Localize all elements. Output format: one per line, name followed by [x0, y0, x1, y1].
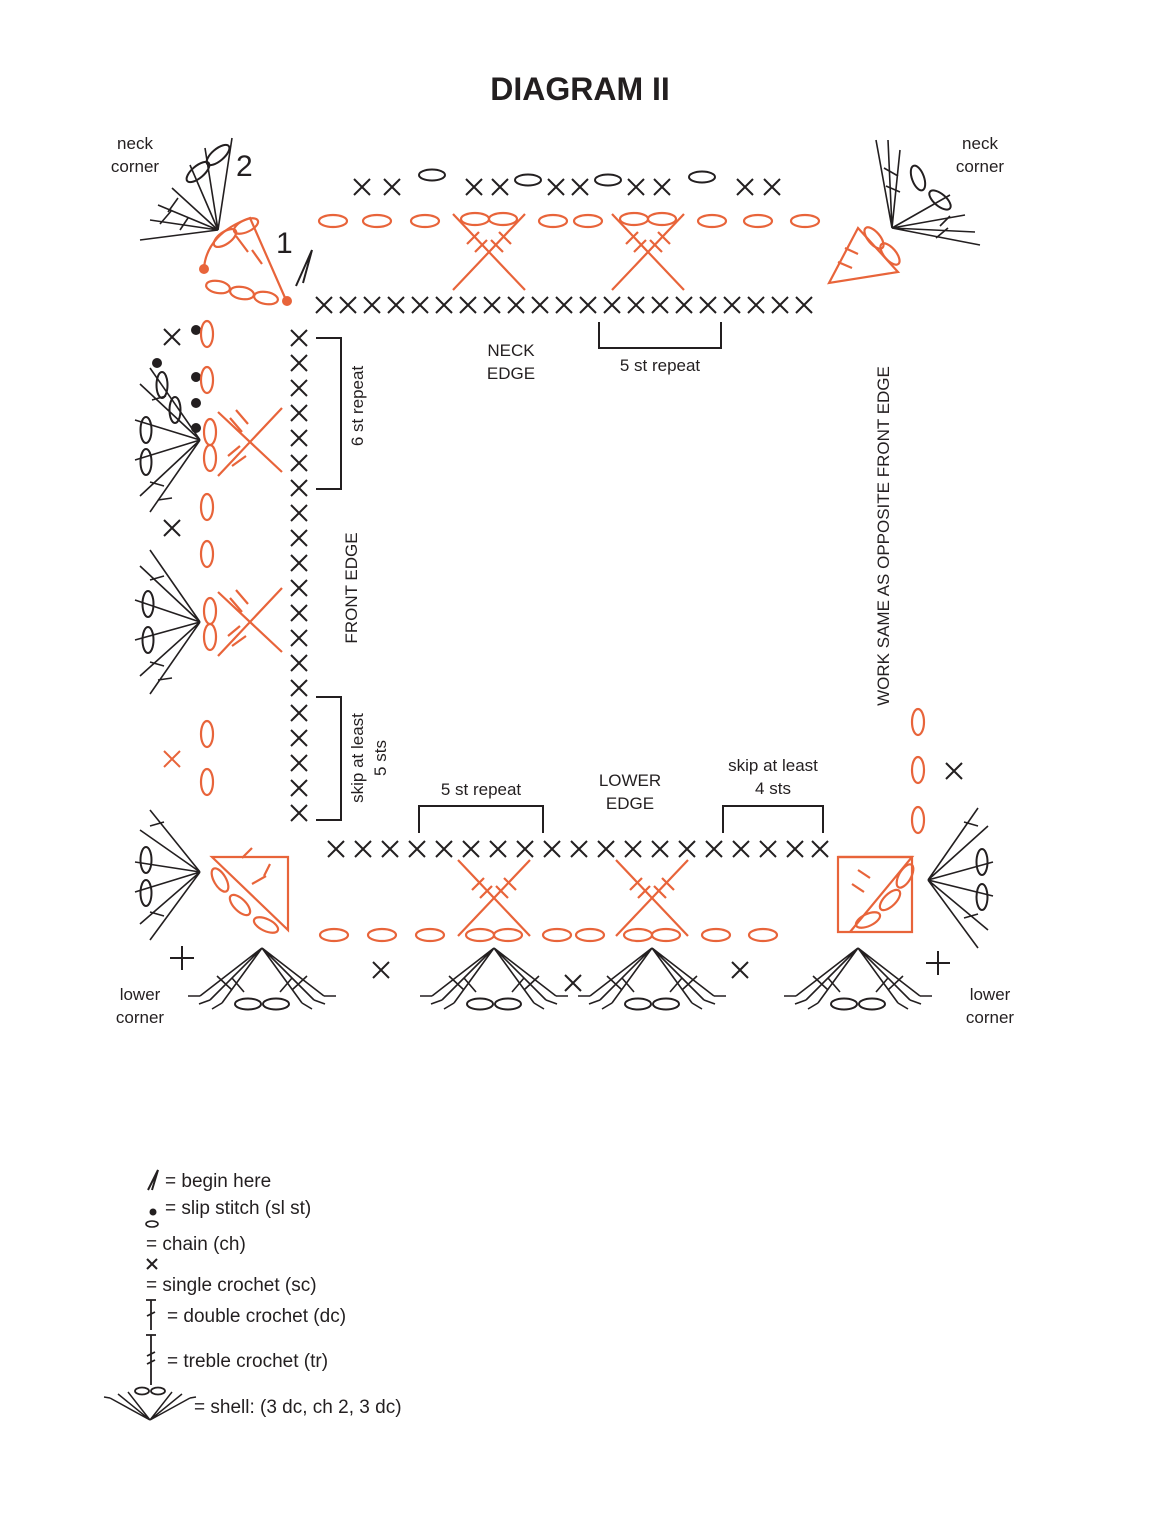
front-shell-upper	[134, 367, 201, 513]
svg-text:= treble crochet (tr): = treble crochet (tr)	[167, 1351, 328, 1372]
opposite-edge-start	[910, 707, 963, 835]
front-repeat-label: 6 st repeat	[348, 366, 367, 447]
lower-skip-bracket	[722, 805, 824, 833]
svg-text:= shell: (3 dc, ch 2, 3 dc): = shell: (3 dc, ch 2, 3 dc)	[194, 1397, 402, 1418]
front-cross-middle	[217, 587, 283, 657]
neck-base-row	[315, 296, 813, 314]
begin-here-icon	[147, 1169, 159, 1191]
neck-repeat-label: 5 st repeat	[620, 356, 701, 375]
double-crochet-icon	[146, 1299, 156, 1330]
legend-item-single-crochet: = single crochet (sc)	[146, 1258, 317, 1296]
brackets	[316, 322, 824, 833]
svg-text:= single crochet (sc): = single crochet (sc)	[146, 1275, 317, 1296]
neck-chain-row	[317, 211, 821, 292]
neck-corner-right-label-2: corner	[956, 157, 1005, 176]
legend-item-shell: = shell: (3 dc, ch 2, 3 dc)	[103, 1386, 402, 1421]
lower-left-shell	[134, 809, 201, 941]
front-chain-column	[163, 319, 218, 797]
neck-right-shell	[875, 139, 981, 246]
chain-icon	[145, 1220, 159, 1228]
step-number-two: 2	[236, 150, 253, 183]
single-crochet-icon	[146, 1258, 158, 1270]
treble-crochet-icon	[146, 1334, 156, 1385]
front-edge-label: FRONT EDGE	[342, 532, 361, 643]
legend-item-slip-stitch: = slip stitch (sl st)	[149, 1198, 311, 1219]
lower-corner-left-label-1: lower	[120, 985, 161, 1004]
lower-corner-right-label-2: corner	[966, 1008, 1015, 1027]
front-skip-bracket	[316, 696, 342, 821]
front-repeat-bracket	[316, 337, 342, 490]
front-cross-upper	[217, 407, 283, 477]
neck-corner-right-label-1: neck	[962, 134, 998, 153]
lower-edge-label-2: EDGE	[606, 794, 654, 813]
step-number-one: 1	[276, 227, 293, 260]
lower-repeat-bracket	[418, 805, 544, 833]
begin-here-icon	[295, 249, 313, 287]
lower-edge-label-1: LOWER	[599, 771, 661, 790]
lower-left-bottom-shell	[187, 947, 337, 1011]
svg-text:= slip stitch (sl st): = slip stitch (sl st)	[165, 1198, 311, 1219]
front-outer-black	[152, 325, 201, 537]
opposite-edge-label: WORK SAME AS OPPOSITE FRONT EDGE	[874, 366, 893, 706]
front-skip-label-1: skip at least	[348, 713, 367, 803]
legend-item-chain: = chain (ch)	[145, 1220, 246, 1255]
legend-item-treble-crochet: = treble crochet (tr)	[146, 1334, 328, 1385]
lower-left-corner-loop	[209, 847, 290, 934]
lower-corner-left-label-2: corner	[116, 1008, 165, 1027]
shell-icon	[103, 1386, 197, 1421]
neck-edge-label-1: NECK	[487, 341, 535, 360]
neck-top-row	[353, 168, 781, 196]
svg-text:= double crochet (dc): = double crochet (dc)	[167, 1306, 346, 1327]
slip-stitch-dot	[199, 264, 209, 274]
diagram-title: DIAGRAM II	[490, 71, 670, 107]
lower-right-shell	[927, 807, 994, 949]
neck-corner-left-label-2: corner	[111, 157, 160, 176]
slip-stitch-dot	[282, 296, 292, 306]
lower-right-corner-loop	[836, 855, 915, 934]
lower-repeat-label: 5 st repeat	[441, 780, 522, 799]
neck-left-corner-loop	[202, 216, 288, 306]
legend-item-double-crochet: = double crochet (dc)	[146, 1299, 346, 1330]
lower-right-plus	[925, 950, 951, 976]
legend-item-begin-here: = begin here	[147, 1169, 271, 1192]
neck-right-corner-loop	[827, 226, 901, 285]
lower-skip-label-1: skip at least	[728, 756, 818, 775]
neck-repeat-bracket	[598, 322, 722, 349]
front-shell-middle	[134, 549, 201, 695]
svg-text:= begin here: = begin here	[165, 1171, 271, 1192]
neck-edge-label-2: EDGE	[487, 364, 535, 383]
lower-base-row	[327, 840, 829, 858]
lower-skip-label-2: 4 sts	[755, 779, 791, 798]
lower-chain-row	[318, 858, 779, 943]
neck-left-shell	[139, 137, 233, 241]
neck-corner-left-label-1: neck	[117, 134, 153, 153]
slip-stitch-icon	[149, 1208, 157, 1216]
svg-text:= chain (ch): = chain (ch)	[146, 1234, 246, 1255]
front-base-row	[290, 329, 308, 822]
lower-corner-right-label-1: lower	[970, 985, 1011, 1004]
legend: = begin here = slip stitch (sl st) = cha…	[103, 1169, 402, 1421]
lower-left-plus	[169, 945, 195, 971]
lower-bottom-row	[372, 947, 933, 1011]
front-skip-label-2: 5 sts	[371, 740, 390, 776]
